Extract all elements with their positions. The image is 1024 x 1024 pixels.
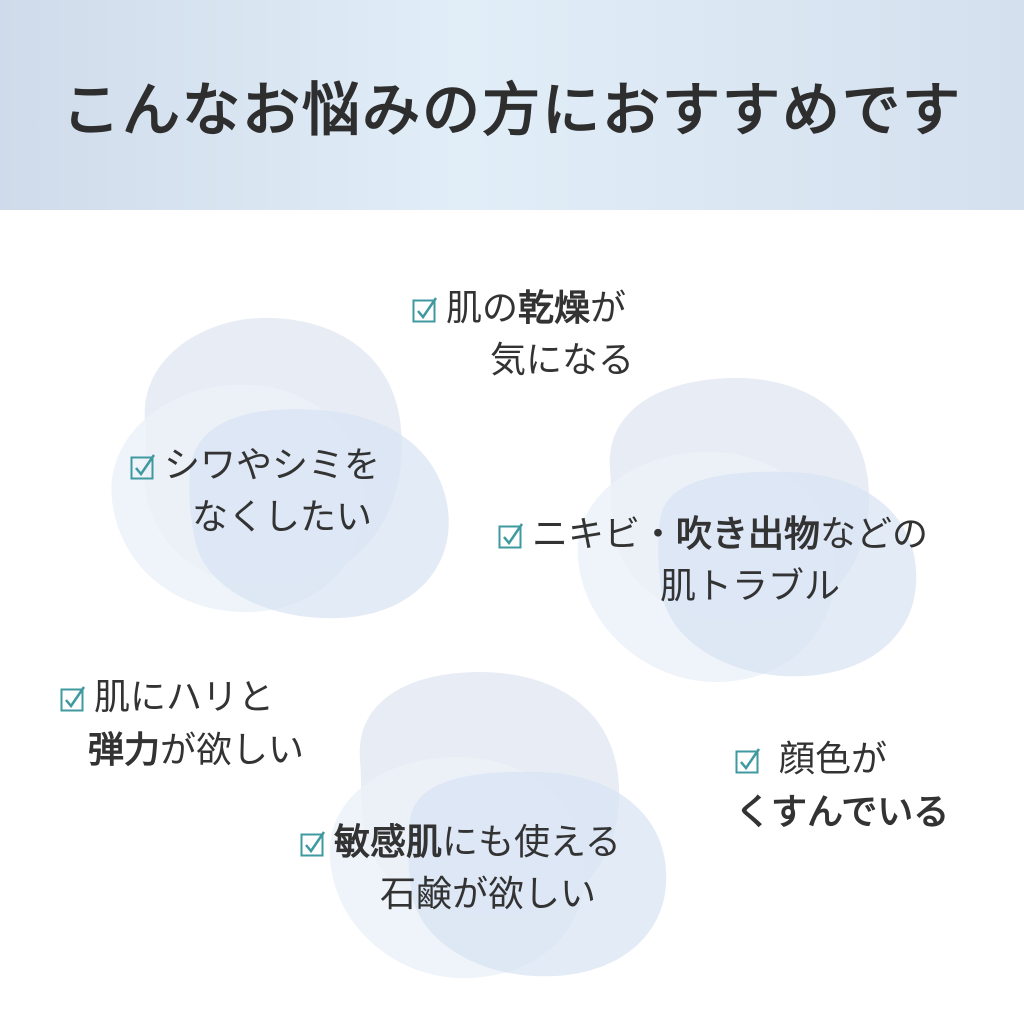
concern-text-bold: 弾力: [88, 729, 161, 771]
concern-text: なくしたい: [192, 497, 373, 538]
concern-text: 肌トラブル: [660, 566, 841, 607]
concern-text: が欲しい: [160, 730, 305, 771]
concern-text: 肌にハリと: [94, 677, 275, 718]
header-banner: こんなお悩みの方におすすめです: [0, 0, 1024, 210]
checkbox-checked-icon: [735, 748, 761, 774]
checkbox-checked-icon: [412, 297, 438, 323]
concern-wrinkles-spots: シワやシミを なくしたい: [130, 440, 380, 544]
blob-group-2: [577, 377, 917, 683]
concern-text: にも使える: [442, 822, 621, 863]
blob-group-1: [111, 317, 449, 619]
blob-group-3: [329, 672, 667, 979]
checkbox-checked-icon: [60, 686, 86, 712]
page-title: こんなお悩みの方におすすめです: [61, 76, 962, 144]
concern-sensitive-skin: 敏感肌にも使える 石鹸が欲しい: [300, 816, 621, 921]
concern-text: 気になる: [490, 340, 635, 381]
concern-text: 石鹸が欲しい: [380, 874, 597, 915]
concern-text: などの: [820, 514, 929, 555]
concern-text-bold: 吹き出物: [676, 513, 821, 555]
concern-text: くすんでいる: [735, 791, 950, 833]
concern-text-bold: 乾燥: [518, 287, 591, 329]
checkbox-checked-icon: [130, 454, 156, 480]
concern-text-bold: 敏感肌: [334, 821, 443, 863]
concern-text: シワやシミを: [164, 445, 381, 486]
concern-acne: ニキビ・吹き出物などの 肌トラブル: [498, 508, 928, 613]
checkbox-checked-icon: [498, 523, 524, 549]
concern-text: ニキビ・: [532, 514, 677, 555]
checkbox-checked-icon: [300, 831, 326, 857]
concern-dull-complexion: 顔色が くすんでいる: [735, 734, 949, 838]
concern-text: 顔色が: [779, 739, 888, 780]
concern-text: 肌の: [446, 288, 519, 329]
concern-firmness: 肌にハリと 弾力が欲しい: [60, 672, 304, 777]
concern-text: が: [590, 288, 627, 329]
concern-dry-skin: 肌の乾燥が 気になる: [412, 282, 634, 387]
